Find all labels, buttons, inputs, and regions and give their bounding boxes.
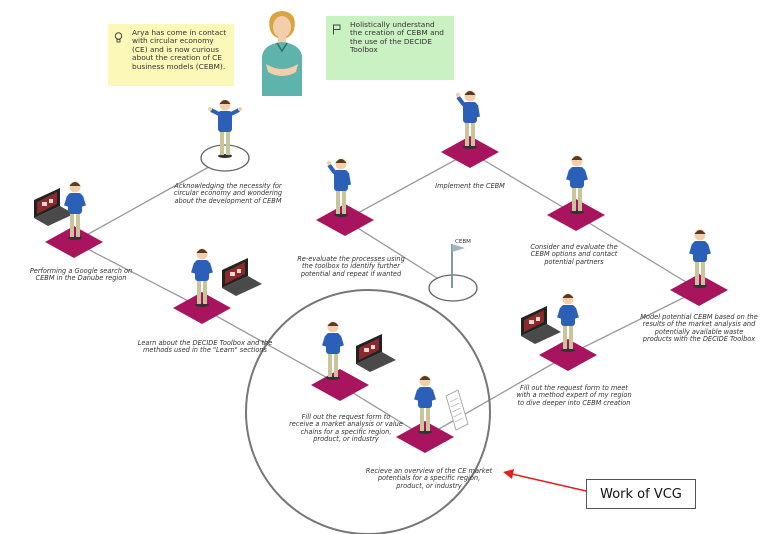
connector-overview-fill_expert — [424, 354, 569, 438]
goal-note-text: Holistically understand the creation of … — [350, 20, 445, 55]
person-icon — [191, 248, 213, 307]
persona-avatar — [256, 8, 308, 98]
people — [64, 90, 711, 434]
step-label-acknowledge: Acknowledging the necessity for circular… — [173, 182, 283, 205]
person-icon — [326, 158, 351, 217]
connector-fill_expert-model — [567, 289, 700, 356]
person-icon — [557, 293, 579, 352]
platform-model — [670, 274, 728, 306]
person-icon — [414, 375, 436, 434]
step-label-consider: Consider and evaluate the CEBM options a… — [530, 243, 618, 266]
laptop-icon — [521, 306, 561, 344]
person-icon — [455, 90, 480, 149]
connector-model-consider — [575, 214, 700, 291]
laptop-icon — [222, 258, 262, 296]
document-icon — [445, 389, 469, 431]
platform-fill_market — [311, 369, 369, 401]
laptop-icon — [356, 334, 396, 372]
connector-lines — [73, 151, 700, 438]
platform-fill_expert — [539, 339, 597, 371]
connector-consider-implement — [469, 151, 577, 216]
laptop-icon — [34, 188, 74, 226]
platform-implement — [441, 136, 499, 168]
persona-note-text: Arya has come in contact with circular e… — [132, 28, 227, 71]
goal-note: Holistically understand the creation of … — [326, 16, 454, 80]
platform-consider — [547, 199, 605, 231]
platform-overview — [396, 421, 454, 453]
connector-fill_market-overview — [339, 384, 426, 438]
work-of-vcg-callout: Work of VCG — [586, 479, 696, 509]
flag-label: CEBM — [455, 239, 471, 245]
person-icon — [566, 155, 588, 214]
person-icon — [689, 229, 711, 288]
connector-learn-fill_market — [201, 307, 341, 386]
lightbulb-icon — [114, 32, 123, 45]
platform-reevaluate — [316, 204, 374, 236]
step-label-implement: Implement the CEBM — [435, 182, 505, 190]
platform-google — [45, 226, 103, 258]
platform-learn — [173, 292, 231, 324]
cebm-flag-icon — [451, 244, 465, 288]
step-label-overview: Recieve an overview of the CE market pot… — [365, 467, 493, 490]
connector-google-learn — [73, 241, 203, 309]
step-label-google: Performing a Google search on CEBM in th… — [29, 267, 133, 283]
step-label-learn: Learn about the DECIDE Toolbox and the m… — [137, 339, 273, 355]
connector-implement-reevaluate — [344, 151, 471, 221]
callout-text: Work of VCG — [600, 486, 682, 502]
persona-note: Arya has come in contact with circular e… — [108, 24, 234, 86]
connector-reevaluate-flag — [344, 219, 454, 289]
step-label-fill-expert: Fill out the request form to meet with a… — [516, 384, 632, 407]
step-label-reevaluate: Re-evaluate the processes using the tool… — [297, 255, 405, 278]
vcg-highlight-circle — [245, 289, 491, 534]
step-label-model: Model potential CEBM based on the result… — [640, 313, 758, 344]
person-icon — [208, 99, 242, 158]
platforms — [45, 136, 728, 453]
props — [34, 188, 561, 431]
person-icon — [322, 321, 344, 380]
callout-arrow — [503, 469, 587, 492]
connector-google-acknowledge — [73, 157, 226, 243]
person-icon — [64, 181, 86, 240]
flag-icon — [332, 24, 341, 37]
step-label-fill-market: Fill out the request form to receive a m… — [289, 413, 403, 444]
